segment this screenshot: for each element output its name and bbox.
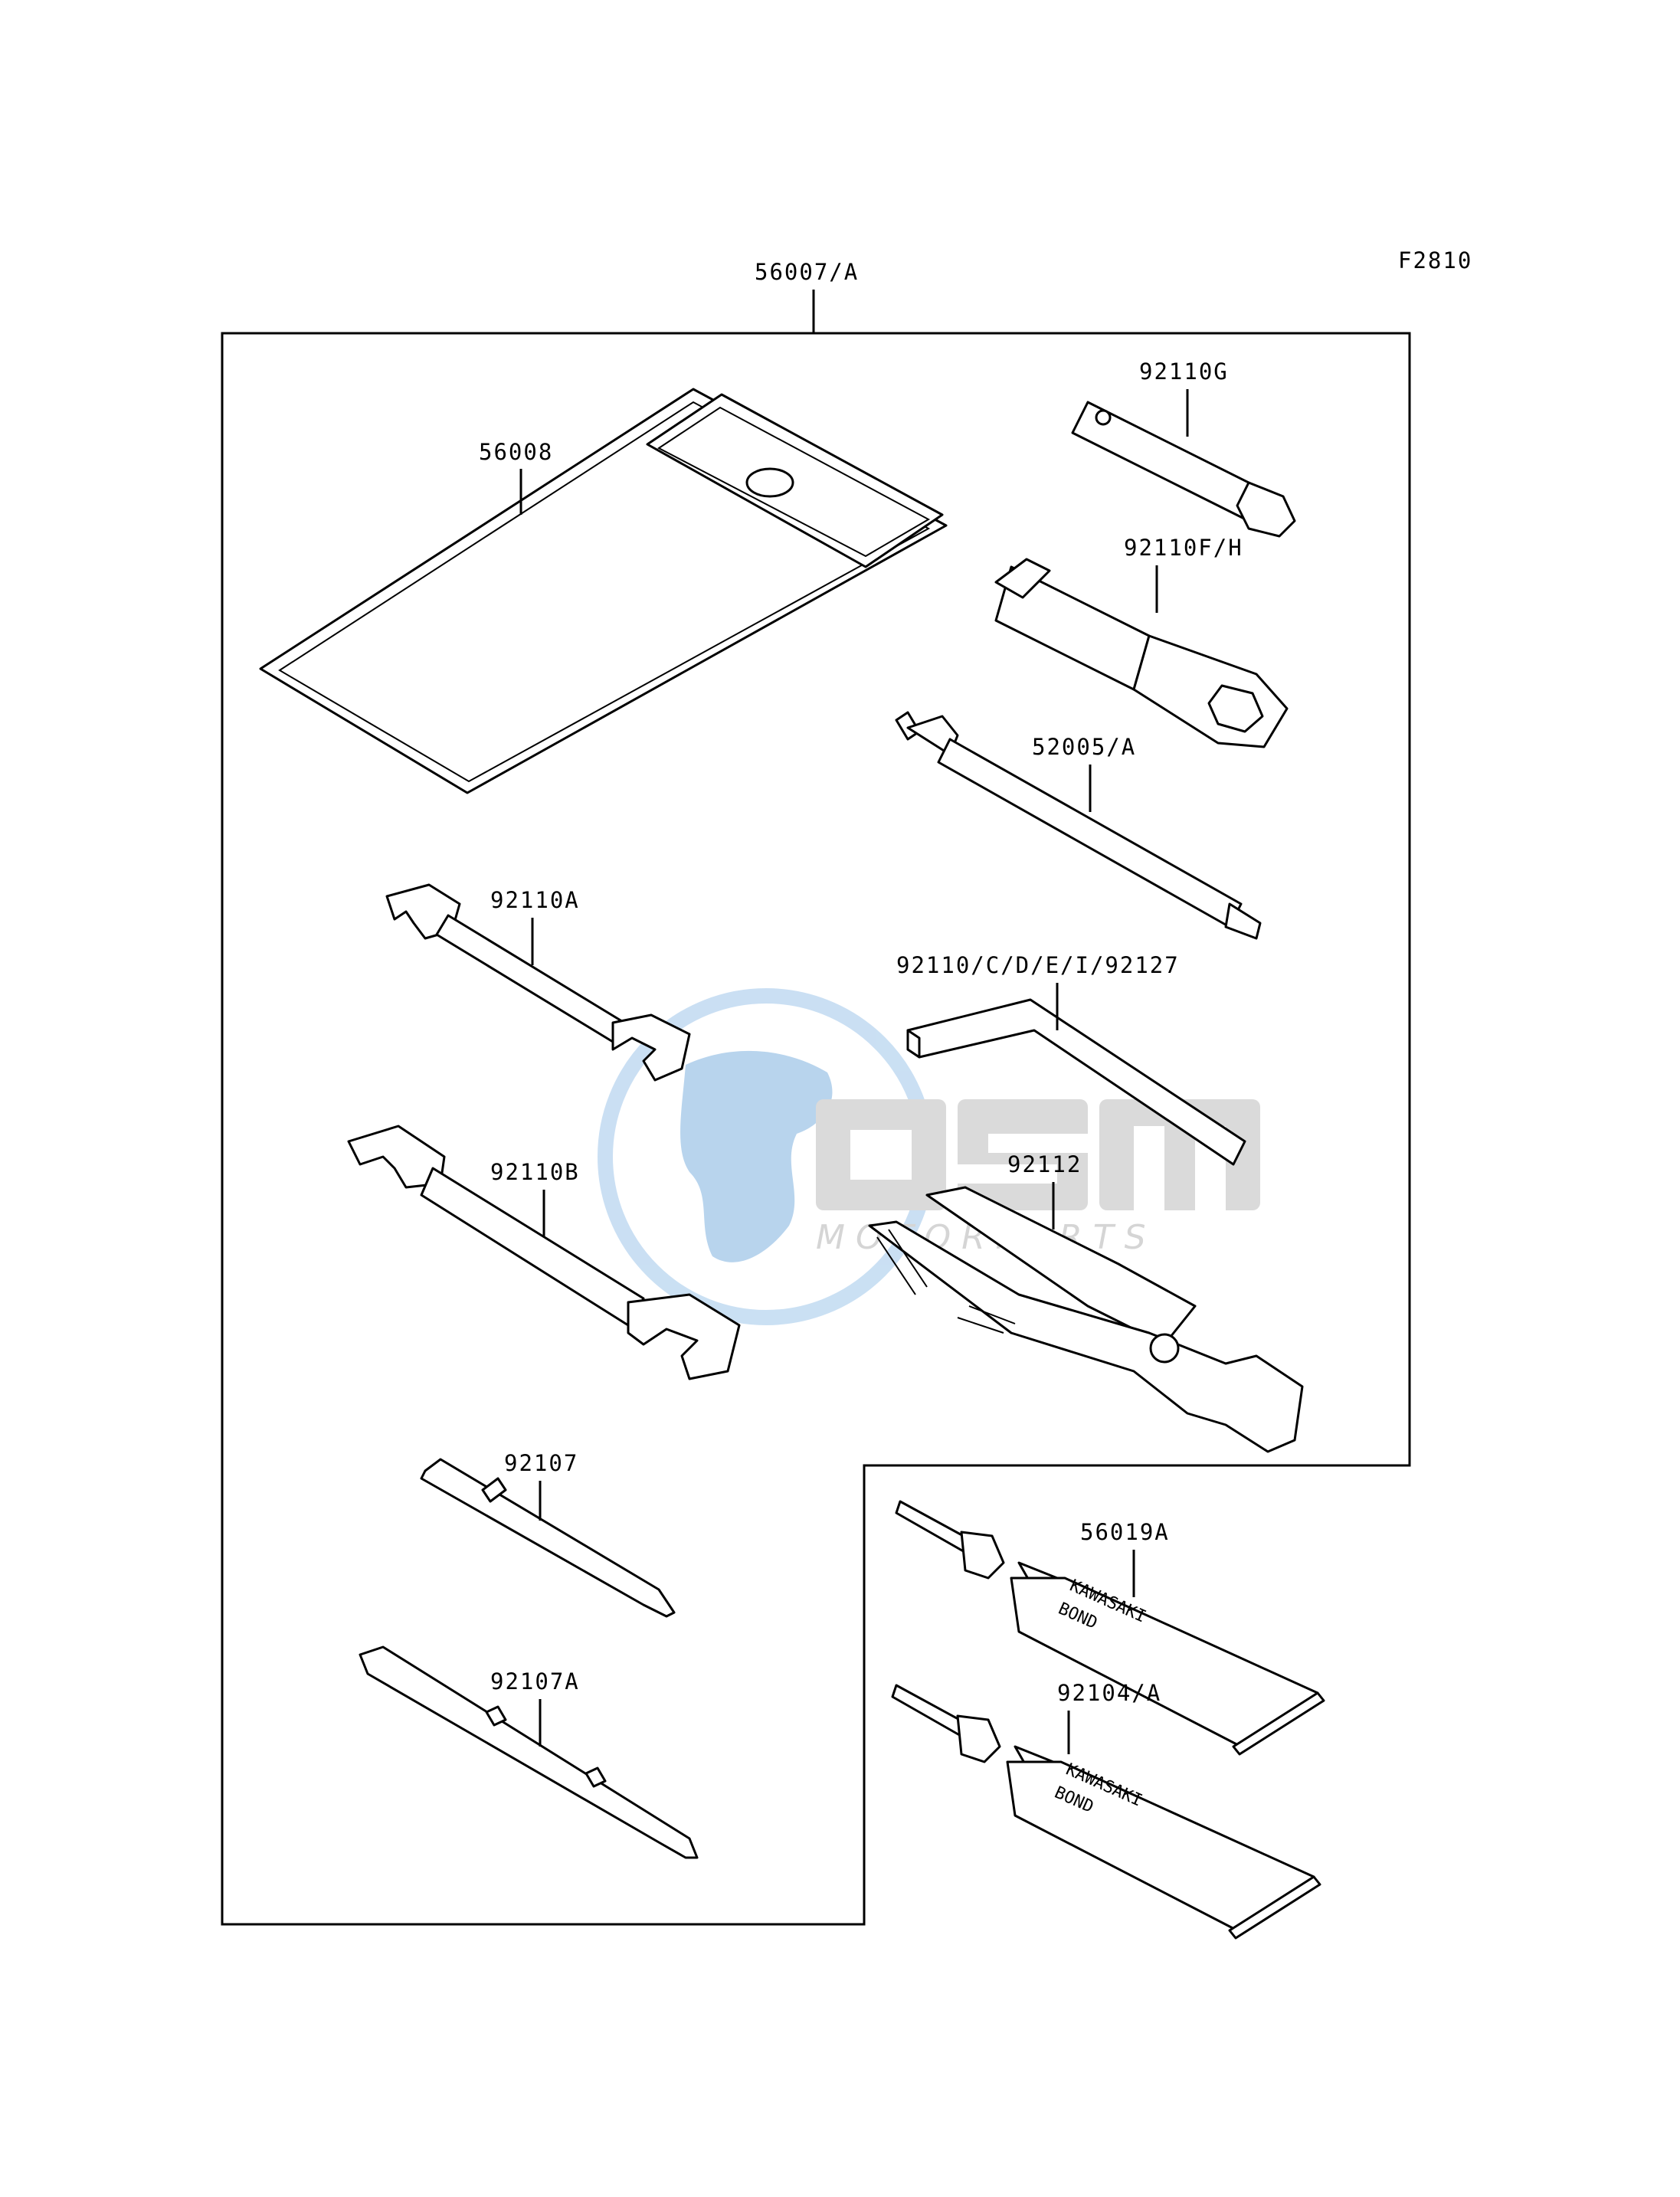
- hex-keys: [906, 998, 1246, 1166]
- label-screwdriver-bit: 92107: [504, 1450, 578, 1476]
- pliers: [868, 1186, 1304, 1453]
- wrench-a: [385, 883, 691, 1082]
- kit-outline: [221, 332, 1411, 1926]
- label-bond-tube-2: 92104/A: [1057, 1680, 1161, 1706]
- tool-pouch: [259, 388, 948, 794]
- plug-wrench: [994, 558, 1289, 748]
- label-tire-gauge: 52005/A: [1032, 734, 1136, 760]
- label-screwdriver-handle: 92107A: [490, 1668, 580, 1694]
- label-wrench-b: 92110B: [490, 1159, 580, 1185]
- label-plug-wrench: 92110F/H: [1124, 535, 1243, 561]
- wrench-b: [347, 1125, 741, 1380]
- screwdriver-handle: [359, 1645, 699, 1859]
- label-pouch: 56008: [479, 439, 553, 465]
- figure-code: F2810: [1398, 247, 1472, 273]
- kit-label: 56007/A: [755, 259, 859, 285]
- tire-gauge: [895, 711, 1262, 940]
- label-box-wrench-g: 92110G: [1139, 359, 1229, 385]
- label-hex-keys: 92110/C/D/E/I/92127: [896, 952, 1180, 978]
- bond-tube-1: KAWASAKI BOND: [895, 1500, 1325, 1756]
- label-pliers: 92112: [1007, 1151, 1082, 1177]
- box-wrench-g: [1071, 401, 1296, 538]
- screwdriver-bit: [420, 1458, 676, 1618]
- globe-continents-icon: [680, 1050, 833, 1262]
- label-wrench-a: 92110A: [490, 887, 580, 913]
- label-bond-tube-1: 56019A: [1080, 1519, 1170, 1545]
